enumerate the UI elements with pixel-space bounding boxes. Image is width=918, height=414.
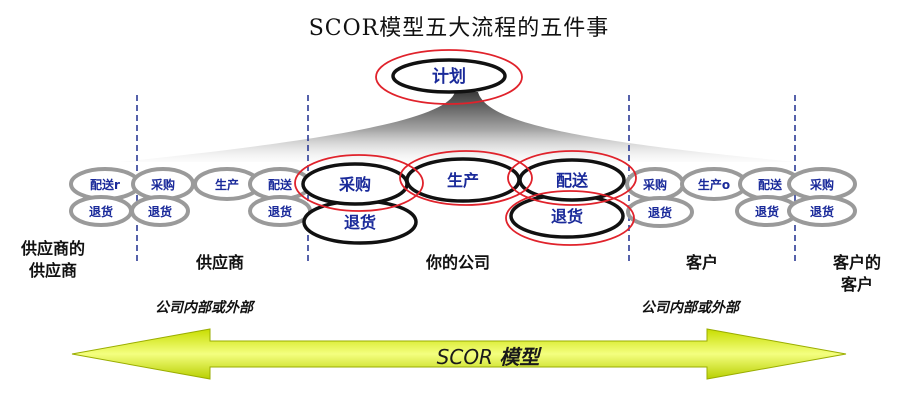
process-label-deliver: 配送r — [90, 177, 120, 192]
process-label-return: 退货 — [89, 204, 113, 219]
page-title: SCOR模型五大流程的五件事 — [308, 16, 610, 41]
customer-of-customer-processes: 采购 退货 — [787, 167, 857, 227]
process-label-deliver: 配送 — [268, 177, 293, 192]
process-node-return — [130, 195, 190, 227]
zone-label-your-company: 你的公司 — [425, 253, 490, 272]
process-label-return: 退货 — [148, 204, 172, 219]
process-label-make: 生产o — [698, 177, 730, 192]
process-label-return: 退货 — [551, 207, 583, 226]
process-label-make: 生产 — [447, 171, 479, 190]
process-label-source: 采购 — [338, 175, 371, 194]
process-label-return: 退货 — [344, 213, 376, 232]
highlight-ring-plan — [375, 49, 523, 105]
process-label-source: 采购 — [150, 177, 175, 192]
plan-label: 计划 — [432, 66, 466, 87]
process-label-return: 退货 — [810, 204, 834, 219]
process-label-return: 退货 — [648, 205, 672, 220]
process-label-deliver: 配送 — [556, 171, 589, 190]
scor-model-label: SCOR 模型 — [436, 345, 540, 369]
process-node-return — [787, 195, 857, 227]
zone-label-supplier-of-supplier: 供应商的 供应商 — [20, 239, 85, 280]
company-processes: 退货 采购 退货 配送 生产 — [301, 157, 626, 245]
supplier-processes: 采购 退货 生产 配送 退货 — [130, 167, 312, 227]
supplier-of-supplier-processes: 配送r 退货 — [69, 167, 141, 227]
process-label-return: 退货 — [755, 204, 779, 219]
zone-label-supplier: 供应商 — [195, 253, 244, 272]
highlight-ring-source — [294, 154, 424, 212]
customer-processes: 采购 退货 生产o 配送 退货 — [625, 167, 802, 228]
highlight-ring-return — [505, 190, 635, 246]
process-node-return — [626, 196, 694, 228]
highlight-ring-make — [399, 150, 533, 206]
scor-model-arrow — [71, 328, 847, 380]
process-node-make — [405, 157, 521, 203]
scope-label-supplier-side: 公司内部或外部 — [155, 300, 253, 316]
process-label-return: 退货 — [268, 204, 292, 219]
zone-label-customer: 客户 — [685, 253, 718, 272]
plan-node — [391, 58, 507, 94]
process-label-source: 采购 — [642, 177, 667, 192]
plan-fan — [120, 92, 798, 162]
scope-label-customer-side: 公司内部或外部 — [641, 300, 739, 316]
zone-label-customer-of-customer: 客户的 客户 — [832, 253, 881, 294]
process-label-make: 生产 — [215, 177, 239, 192]
highlight-rings — [294, 49, 637, 246]
process-label-source: 采购 — [809, 177, 834, 192]
highlight-ring-deliver — [507, 150, 637, 206]
process-label-deliver: 配送 — [758, 177, 783, 192]
